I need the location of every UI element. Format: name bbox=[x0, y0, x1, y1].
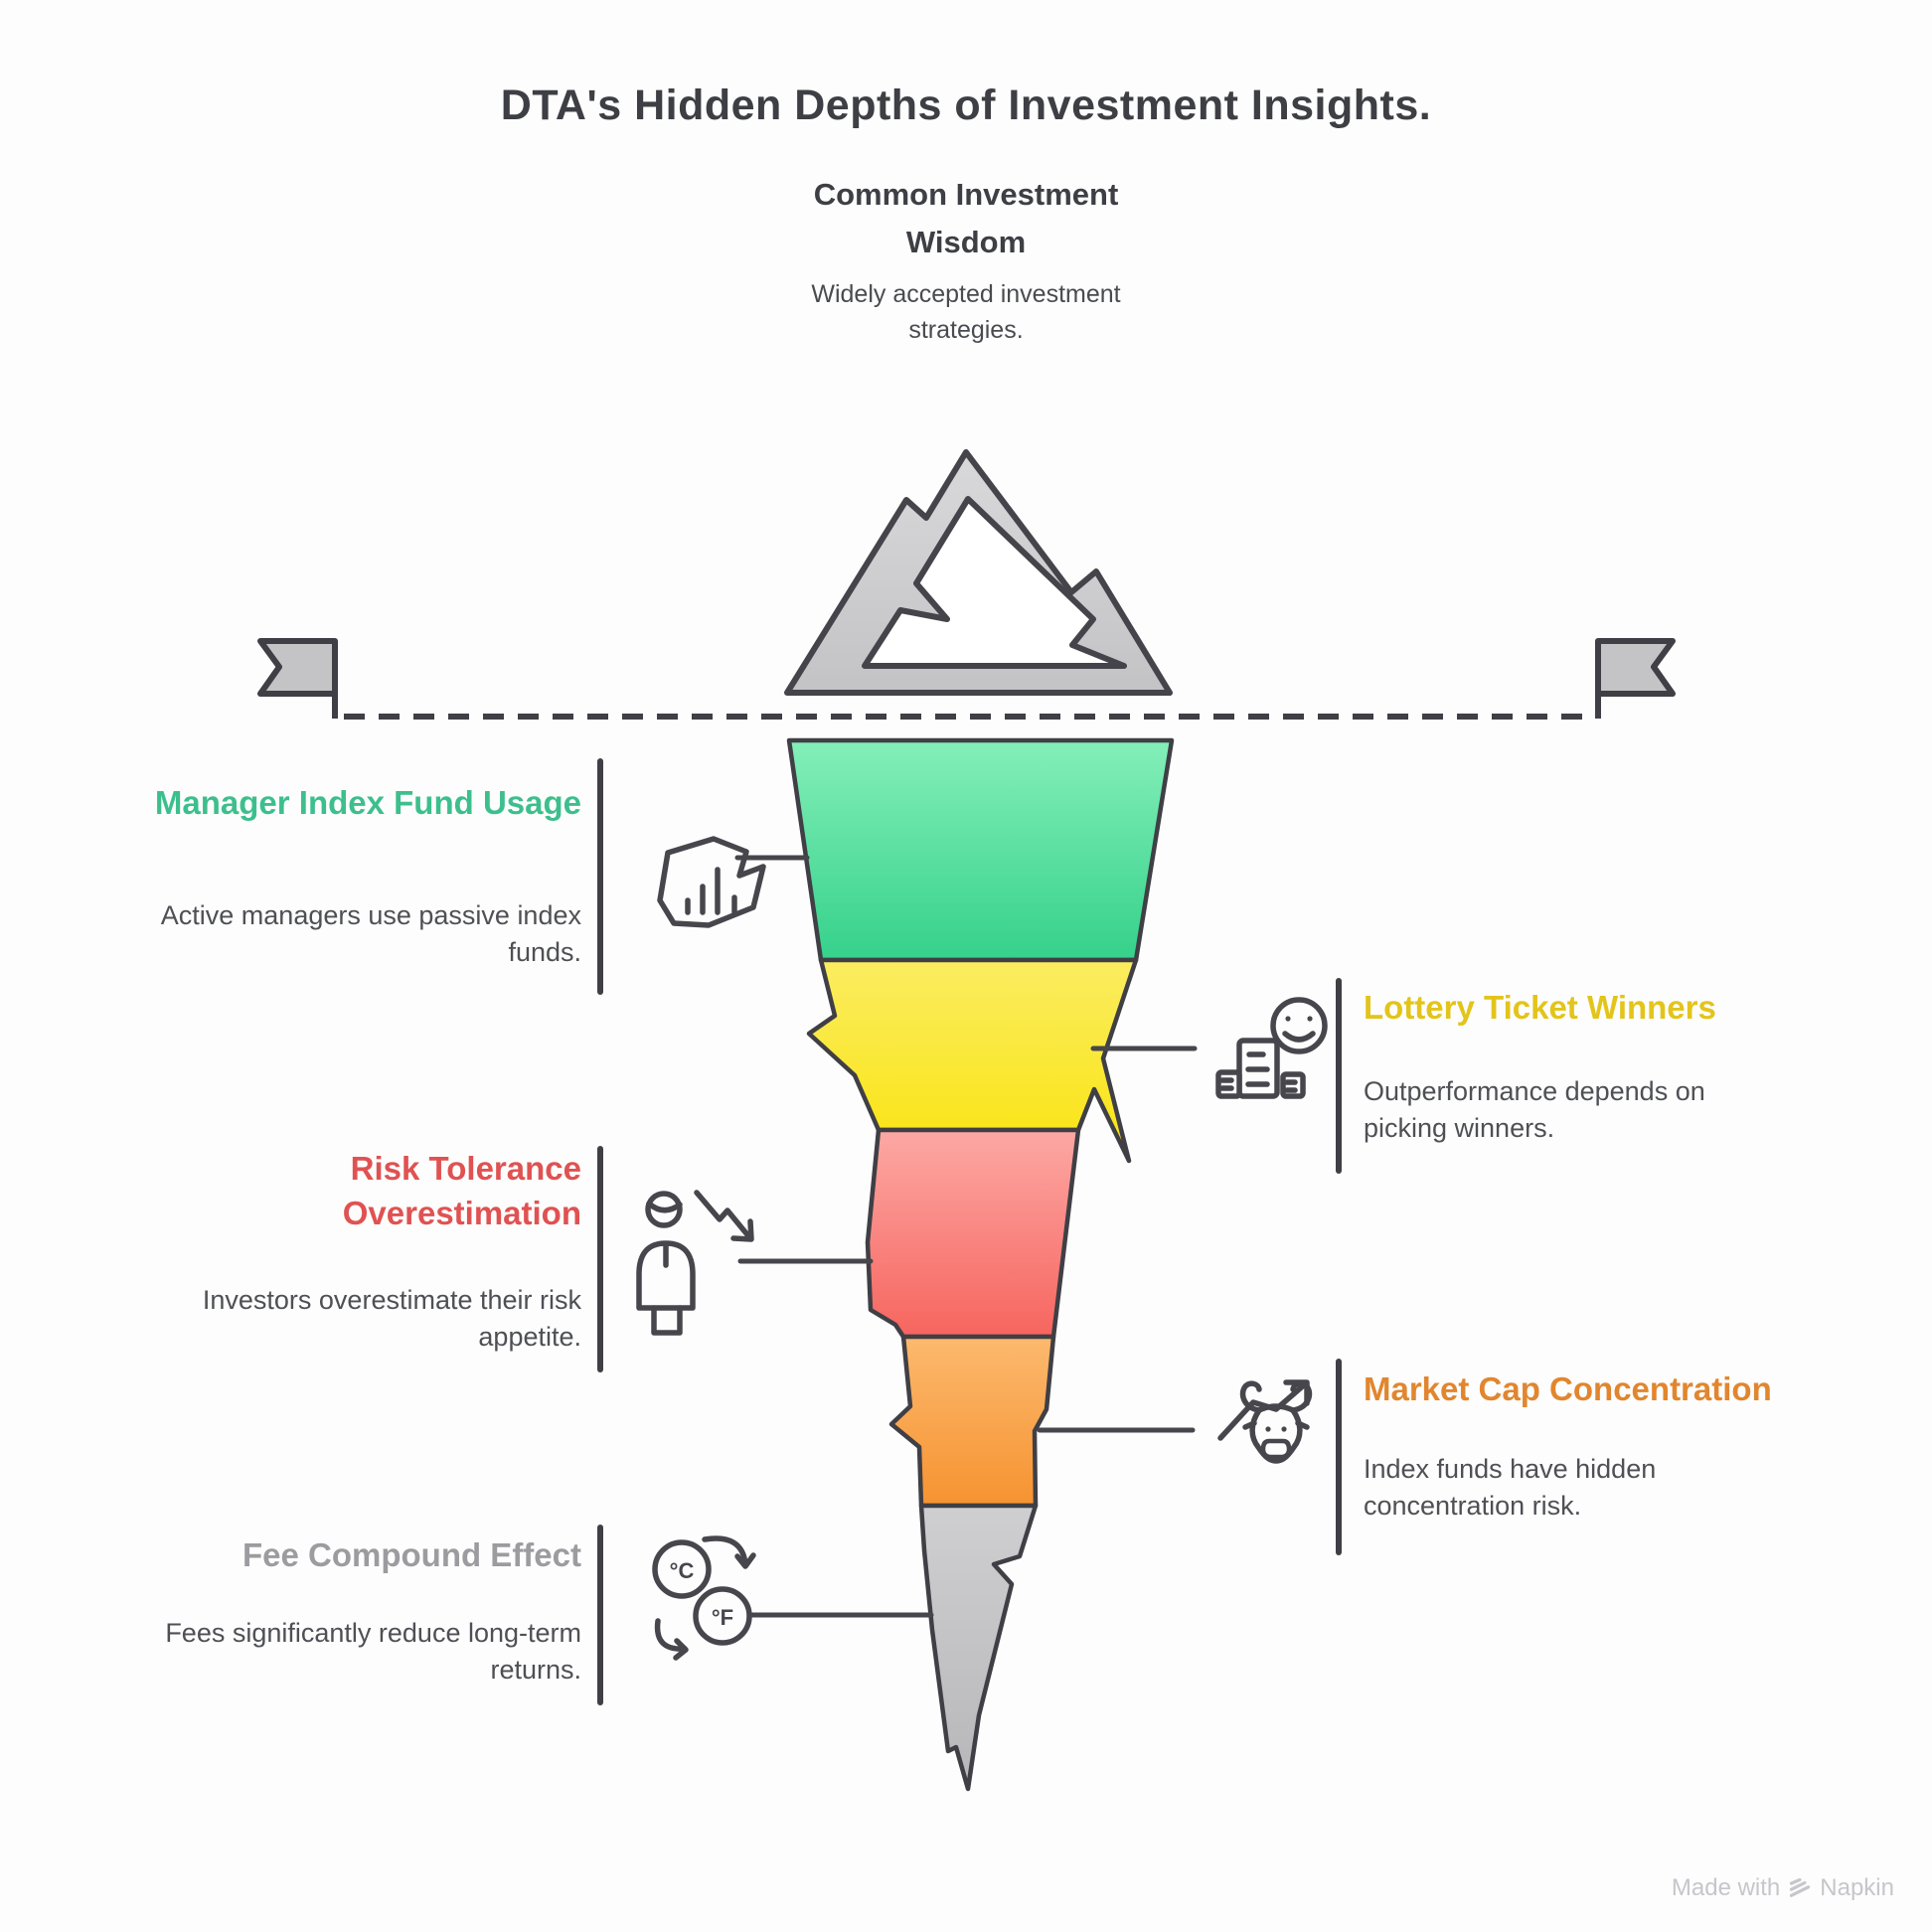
fahrenheit-glyph: °F bbox=[712, 1605, 733, 1630]
watermark-brand: Napkin bbox=[1820, 1874, 1894, 1901]
divider-bar-risk-tolerance bbox=[597, 1146, 603, 1372]
description-fee-compound-effect: Fees significantly reduce long-term retu… bbox=[165, 1618, 581, 1686]
label-lottery-ticket-winners: Lottery Ticket Winners bbox=[1364, 989, 1716, 1026]
happy-face-ticket-icon bbox=[1215, 997, 1328, 1099]
label-market-cap-concentration: Market Cap Concentration bbox=[1364, 1370, 1772, 1407]
bar-chart-doodle-icon bbox=[657, 836, 766, 928]
funnel bbox=[786, 737, 1175, 1792]
right-flag-icon bbox=[1595, 638, 1676, 697]
label-risk-tolerance-overestimation: Risk Tolerance Overestimation bbox=[342, 1150, 581, 1231]
divider-bar-lottery bbox=[1336, 978, 1342, 1174]
connector-lines bbox=[734, 855, 1198, 1618]
celsius-glyph: °C bbox=[670, 1558, 695, 1583]
left-flag-icon bbox=[257, 638, 338, 697]
divider-bar-market-cap bbox=[1336, 1359, 1342, 1555]
description-market-cap-concentration: Index funds have hidden concentration ri… bbox=[1364, 1454, 1657, 1522]
mountain-icon bbox=[784, 449, 1173, 696]
napkin-logo-icon bbox=[1790, 1878, 1811, 1897]
label-manager-index-fund-usage: Manager Index Fund Usage bbox=[154, 784, 581, 821]
description-risk-tolerance-overestimation: Investors overestimate their risk appeti… bbox=[202, 1285, 581, 1353]
bull-trend-arrow-icon bbox=[1217, 1379, 1313, 1464]
description-manager-index-fund-usage: Active managers use passive index funds. bbox=[160, 900, 581, 968]
funnel-segment-market-cap-concentration[interactable] bbox=[888, 1334, 1056, 1509]
watermark[interactable]: Made with Napkin bbox=[1672, 1874, 1894, 1902]
divider-bar-fee-compound bbox=[597, 1525, 603, 1705]
funnel-segment-manager-index-fund-usage[interactable] bbox=[786, 737, 1175, 963]
label-fee-compound-effect: Fee Compound Effect bbox=[242, 1536, 581, 1573]
temperature-conversion-icon: °C °F bbox=[652, 1535, 756, 1661]
surface-description: Widely accepted investment strategies. bbox=[811, 280, 1121, 345]
watermark-prefix: Made with bbox=[1671, 1874, 1781, 1901]
divider-bar-manager-index bbox=[597, 758, 603, 995]
surface-heading: Common Investment Wisdom bbox=[813, 177, 1119, 260]
funnel-segment-risk-tolerance-overestimation[interactable] bbox=[865, 1127, 1081, 1340]
page-title: DTA's Hidden Depths of Investment Insigh… bbox=[500, 81, 1432, 129]
person-decline-arrow-icon bbox=[636, 1190, 754, 1336]
description-lottery-ticket-winners: Outperformance depends on picking winner… bbox=[1364, 1076, 1705, 1144]
waterline bbox=[257, 638, 1676, 720]
funnel-segment-fee-compound-effect[interactable] bbox=[918, 1503, 1039, 1792]
